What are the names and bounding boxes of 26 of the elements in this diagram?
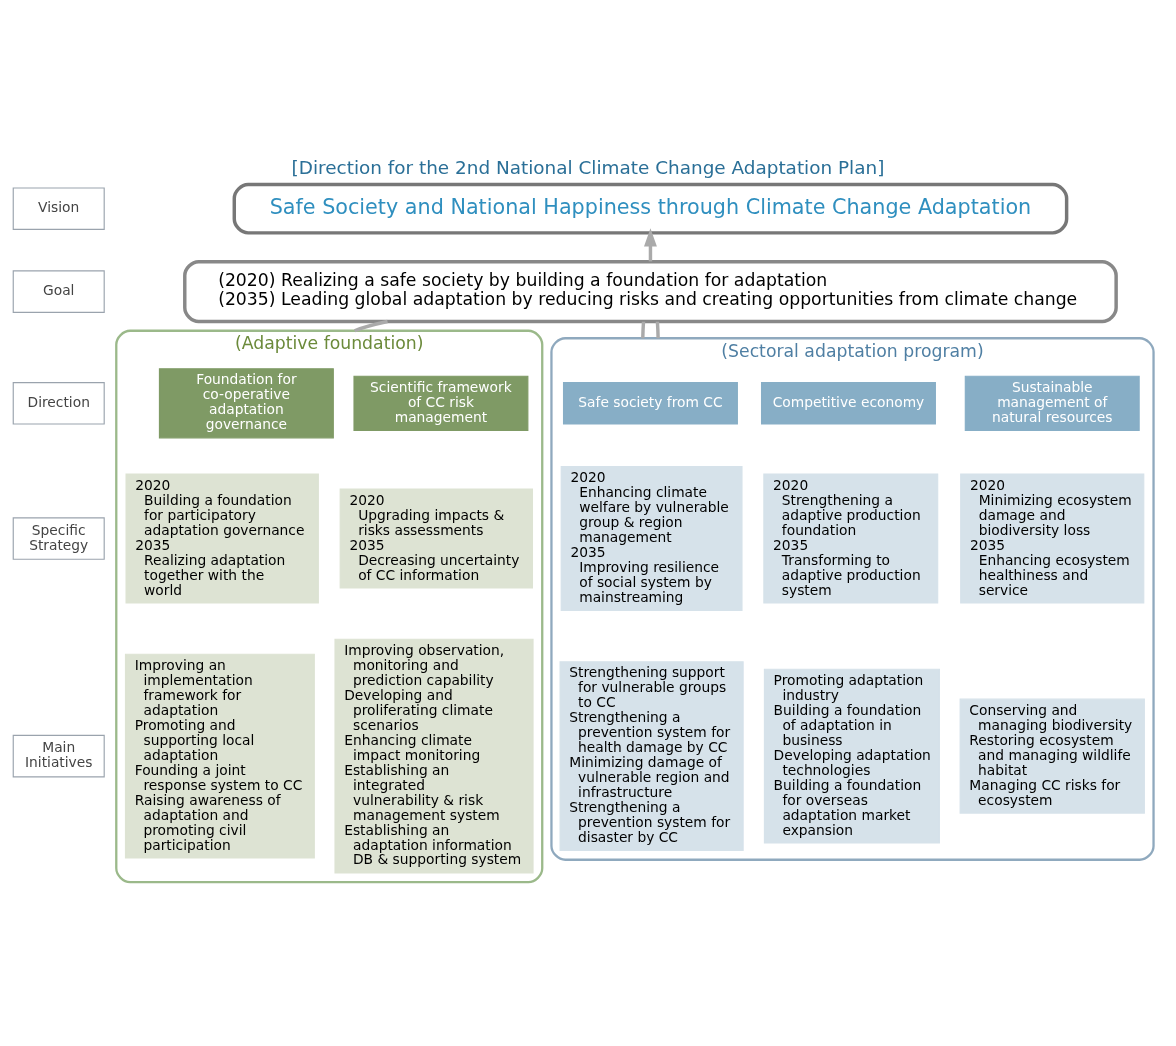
node-box: Direction [12, 381, 105, 425]
node-box: 2020 Minimizing ecosystem damage and biodiversity loss 2035 Enhancing ecosystem healthiness and service [960, 473, 1145, 604]
node-box: Foundation for co-operative adaptation governance [158, 368, 334, 439]
node-box: 2020 Building a foundation for participatory adaptation governance 2035 Realizing adaptation together with the world [125, 473, 319, 604]
node-box: Promoting adaptation industry Building a foundation of adaptation in business Developing adaptation technologies Building a foundation for overseas adaptation market expansion [763, 668, 940, 844]
diagram-title: [Direction for the 2nd National Climate Change Adaptation Plan] [291, 156, 885, 178]
node-box: Vision [12, 187, 105, 230]
node-box: 2020 Strengthening a adaptive production foundation 2035 Transforming to adaptive production system [763, 473, 939, 604]
node-box: Safe society from CC [562, 381, 738, 425]
node-box: 2020 Enhancing climate welfare by vulnerable group & region management 2035 Improving resilience of social system by mainstreaming [560, 466, 743, 612]
node-box: Goal [12, 270, 105, 313]
connector [641, 321, 646, 339]
node-box: Main Initiatives [12, 734, 105, 778]
node-box: (2020) Realizing a safe society by building a foundation for adaptation (2035) Leading global adaptation by reducing risks and creating opportunities from climate change [183, 259, 1118, 324]
node-box: Sustainable management of natural resources [964, 375, 1140, 431]
node-box: Safe Society and National Happiness through Climate Change Adaptation [232, 182, 1069, 235]
node-box: Specific Strategy [12, 517, 105, 560]
connector [354, 319, 388, 333]
node-box: Strengthening support for vulnerable groups to CC Strengthening a prevention system for health damage by CC Minimizing damage of vulnerable region and infrastructure Strengthening a prevention system for disaster by CC [559, 661, 744, 852]
node-box: Conserving and managing biodiversity Restoring ecosystem and managing wildlife habitat Managing CC risks for ecosystem [959, 698, 1145, 814]
node-box: Improving an implementation framework for adaptation Promoting and supporting local adaptation Founding a joint response system to CC Raising awareness of adaptation and promoting civil participation [124, 653, 315, 859]
connector [655, 321, 660, 339]
node-box: 2020 Upgrading impacts & risks assessments 2035 Decreasing uncertainty of CC information [339, 488, 534, 589]
node-box: Scientific framework of CC risk management [353, 375, 529, 431]
node-box: Competitive economy [760, 381, 936, 425]
node-box: Improving observation, monitoring and prediction capability Developing and proliferating climate scenarios Enhancing climate impact monitoring Establishing an integrated vulnerability & risk management system Establishing an adaptation information DB & supporting system [334, 638, 534, 874]
